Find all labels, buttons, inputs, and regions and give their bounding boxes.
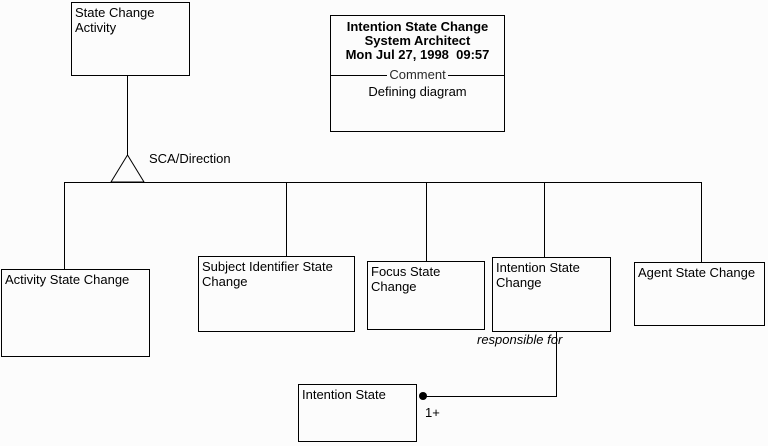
connector-drop-focus [426,182,427,261]
comment-separator-label: Comment [389,67,446,82]
box-focus-state-change-label: Focus State Change [371,264,441,294]
connector-root-stem [127,75,128,155]
box-activity-state-change[interactable]: Activity State Change [1,269,150,357]
box-intention-state-change[interactable]: Intention State Change [492,257,611,332]
box-intention-state-change-label: Intention State Change [496,260,580,290]
relation-cardinality-label: 1+ [425,405,440,420]
box-activity-state-change-label: Activity State Change [5,272,130,287]
connector-relation-vertical [556,331,557,396]
generalization-triangle-icon [110,154,145,183]
box-state-change-activity-label: State Change Activity [75,5,155,35]
box-subject-identifier-state-change-label: Subject Identifier State Change [202,259,333,289]
box-intention-state[interactable]: Intention State [298,384,417,442]
diagram-author: System Architect [364,33,471,48]
box-subject-identifier-state-change[interactable]: Subject Identifier State Change [198,256,355,332]
box-focus-state-change[interactable]: Focus State Change [367,261,485,330]
relation-endpoint-dot-icon [419,392,427,400]
diagram-comment: Defining diagram [368,84,467,99]
relation-label: responsible for [477,332,563,347]
box-intention-state-label: Intention State [302,387,386,402]
box-state-change-activity[interactable]: State Change Activity [71,2,190,76]
connector-relation-horizontal [423,396,557,397]
diagram-title: Intention State Change [346,19,489,34]
connector-drop-activity [64,182,65,269]
connector-drop-intention [544,182,545,257]
box-agent-state-change[interactable]: Agent State Change [634,262,765,326]
connector-drop-agent [701,182,702,262]
box-agent-state-change-label: Agent State Change [638,265,756,280]
connector-bus [64,182,702,183]
branch-label: SCA/Direction [149,151,231,166]
comment-separator: Comment [331,68,504,82]
diagram-timestamp: Mon Jul 27, 1998 09:57 [345,47,490,62]
diagram-title-box[interactable]: Intention State Change System Architect … [330,15,505,132]
connector-drop-subject [286,182,287,256]
